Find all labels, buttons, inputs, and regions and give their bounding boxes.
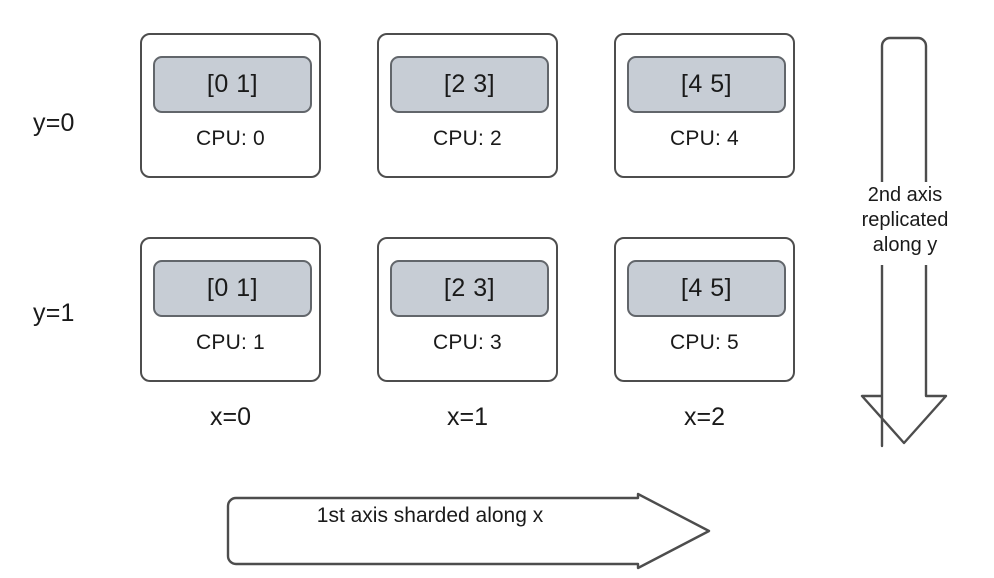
vertical-arrow-caption-line-2: replicated — [861, 209, 949, 231]
row-label-y0: y=0 — [33, 109, 75, 137]
vertical-arrow-caption-line-1: 2nd axis — [867, 184, 943, 206]
device-card-cpu-0[interactable]: [0 1] CPU: 0 — [140, 33, 321, 178]
cpu-label: CPU: 3 — [433, 331, 502, 354]
vertical-arrow-caption-line-3: along y — [872, 234, 938, 256]
shard-box-cpu-2: [2 3] — [390, 56, 549, 113]
shard-box-cpu-4: [4 5] — [627, 56, 786, 113]
shard-label: [2 3] — [443, 274, 496, 302]
shard-box-cpu-5: [4 5] — [627, 260, 786, 317]
shard-label: [4 5] — [680, 274, 733, 302]
col-label-x1: x=1 — [446, 403, 488, 431]
col-label-x0: x=0 — [209, 403, 251, 431]
vertical-arrow-caption-backdrop — [858, 182, 952, 265]
device-card-cpu-1[interactable]: [0 1] CPU: 1 — [140, 237, 321, 382]
device-card-cpu-5[interactable]: [4 5] CPU: 5 — [614, 237, 795, 382]
shard-box-cpu-3: [2 3] — [390, 260, 549, 317]
device-card-cpu-3[interactable]: [2 3] CPU: 3 — [377, 237, 558, 382]
cpu-label: CPU: 2 — [433, 127, 502, 150]
shard-label: [0 1] — [206, 274, 259, 302]
cpu-label: CPU: 4 — [670, 127, 739, 150]
cpu-label: CPU: 0 — [196, 127, 265, 150]
shard-label: [0 1] — [206, 70, 259, 98]
device-card-cpu-4[interactable]: [4 5] CPU: 4 — [614, 33, 795, 178]
horizontal-arrow-caption: 1st axis sharded along x — [316, 504, 544, 527]
row-label-y1: y=1 — [33, 299, 75, 327]
shard-label: [2 3] — [443, 70, 496, 98]
cpu-label: CPU: 1 — [196, 331, 265, 354]
vertical-arrow-caption: 2nd axis replicated along y — [850, 183, 960, 258]
shard-box-cpu-1: [0 1] — [153, 260, 312, 317]
device-card-cpu-2[interactable]: [2 3] CPU: 2 — [377, 33, 558, 178]
shard-label: [4 5] — [680, 70, 733, 98]
cpu-label: CPU: 5 — [670, 331, 739, 354]
horizontal-arrow-body — [226, 492, 711, 570]
shard-box-cpu-0: [0 1] — [153, 56, 312, 113]
col-label-x2: x=2 — [683, 403, 725, 431]
